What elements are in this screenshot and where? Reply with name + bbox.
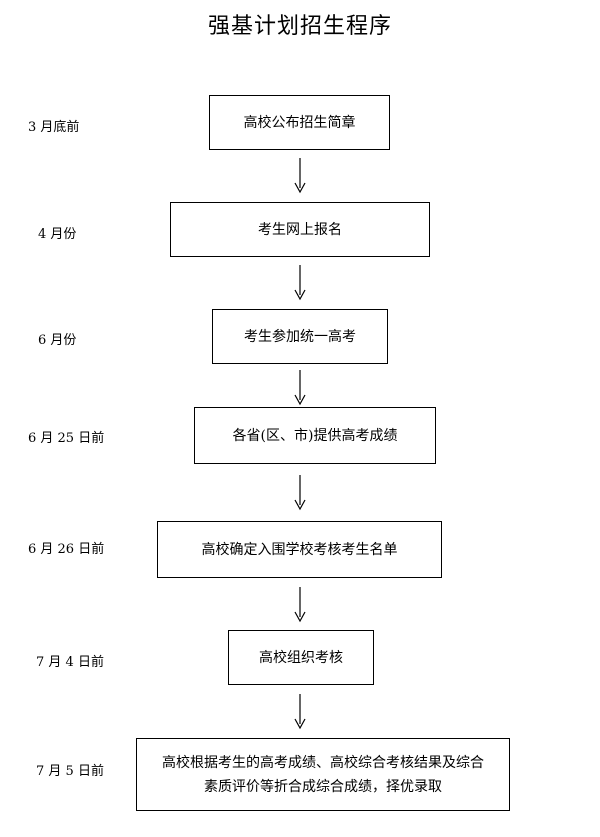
step-date-6: 7 月 4 日前 [36, 655, 104, 670]
step-box-4: 各省(区、市)提供高考成绩 [194, 407, 436, 464]
step-text-7-line2: 素质评价等折合成综合成绩，择优录取 [204, 778, 442, 795]
down-arrow-icon [293, 265, 307, 301]
step-date-5: 6 月 26 日前 [28, 542, 105, 557]
step-box-3: 考生参加统一高考 [212, 309, 388, 364]
step-box-1: 高校公布招生简章 [209, 95, 390, 150]
step-text-4: 各省(区、市)提供高考成绩 [232, 427, 398, 444]
step-text-3: 考生参加统一高考 [244, 328, 356, 345]
down-arrow-icon [293, 370, 307, 406]
step-date-1: 3 月底前 [28, 120, 80, 135]
step-box-6: 高校组织考核 [228, 630, 374, 685]
step-date-2: 4 月份 [38, 227, 77, 242]
down-arrow-icon [293, 475, 307, 511]
step-text-7-line1: 高校根据考生的高考成绩、高校综合考核结果及综合 [162, 754, 484, 771]
step-box-5: 高校确定入围学校考核考生名单 [157, 521, 442, 578]
step-date-4: 6 月 25 日前 [28, 431, 105, 446]
down-arrow-icon [293, 587, 307, 623]
step-box-2: 考生网上报名 [170, 202, 430, 257]
step-date-3: 6 月份 [38, 333, 77, 348]
step-text-5: 高校确定入围学校考核考生名单 [201, 541, 398, 558]
step-text-2: 考生网上报名 [258, 221, 342, 238]
step-date-7: 7 月 5 日前 [36, 764, 104, 779]
step-text-6: 高校组织考核 [259, 649, 343, 666]
step-text-1: 高校公布招生简章 [243, 114, 356, 131]
page-title: 强基计划招生程序 [207, 14, 392, 39]
down-arrow-icon [293, 158, 307, 194]
down-arrow-icon [293, 694, 307, 730]
step-box-7: 高校根据考生的高考成绩、高校综合考核结果及综合 素质评价等折合成综合成绩，择优录… [136, 738, 510, 811]
